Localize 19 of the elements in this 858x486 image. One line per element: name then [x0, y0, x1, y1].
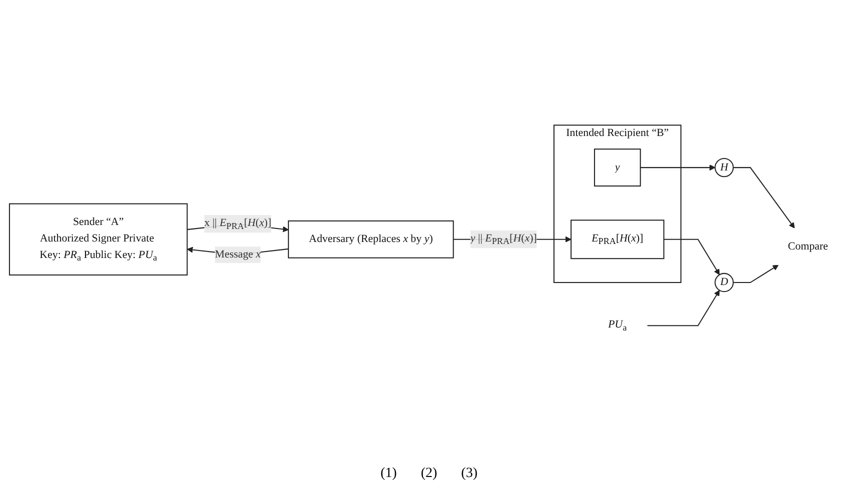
node-text: Compare: [788, 240, 828, 252]
arrow: [664, 238, 720, 276]
arrow: [733, 167, 795, 228]
node-box: y: [594, 148, 641, 187]
arrow: [647, 290, 720, 326]
node-circle: H: [714, 158, 734, 178]
edge-label: y || E$_{PRA}$[H(x)]: [470, 232, 537, 246]
node-box: E$_{PRA}$[H(x)]: [570, 220, 664, 260]
node-text: PU$_{a}$: [608, 318, 627, 333]
node-box: Adversary (Replaces x by y): [288, 220, 454, 258]
edge-label: x || E$_{PRA}$[H(x)]: [204, 217, 272, 231]
node-circle: D: [714, 272, 734, 292]
edge-label: Message x: [214, 248, 261, 260]
arrow: [733, 264, 779, 284]
step-number: (3): [461, 466, 478, 482]
node-box: Sender “A” Authorized Signer Private Key: PR$_{a}$ Public Key: PU$_{a}$: [8, 203, 188, 276]
arrow: [640, 164, 716, 171]
step-number: (2): [420, 466, 438, 482]
step-number: (1): [380, 466, 397, 482]
